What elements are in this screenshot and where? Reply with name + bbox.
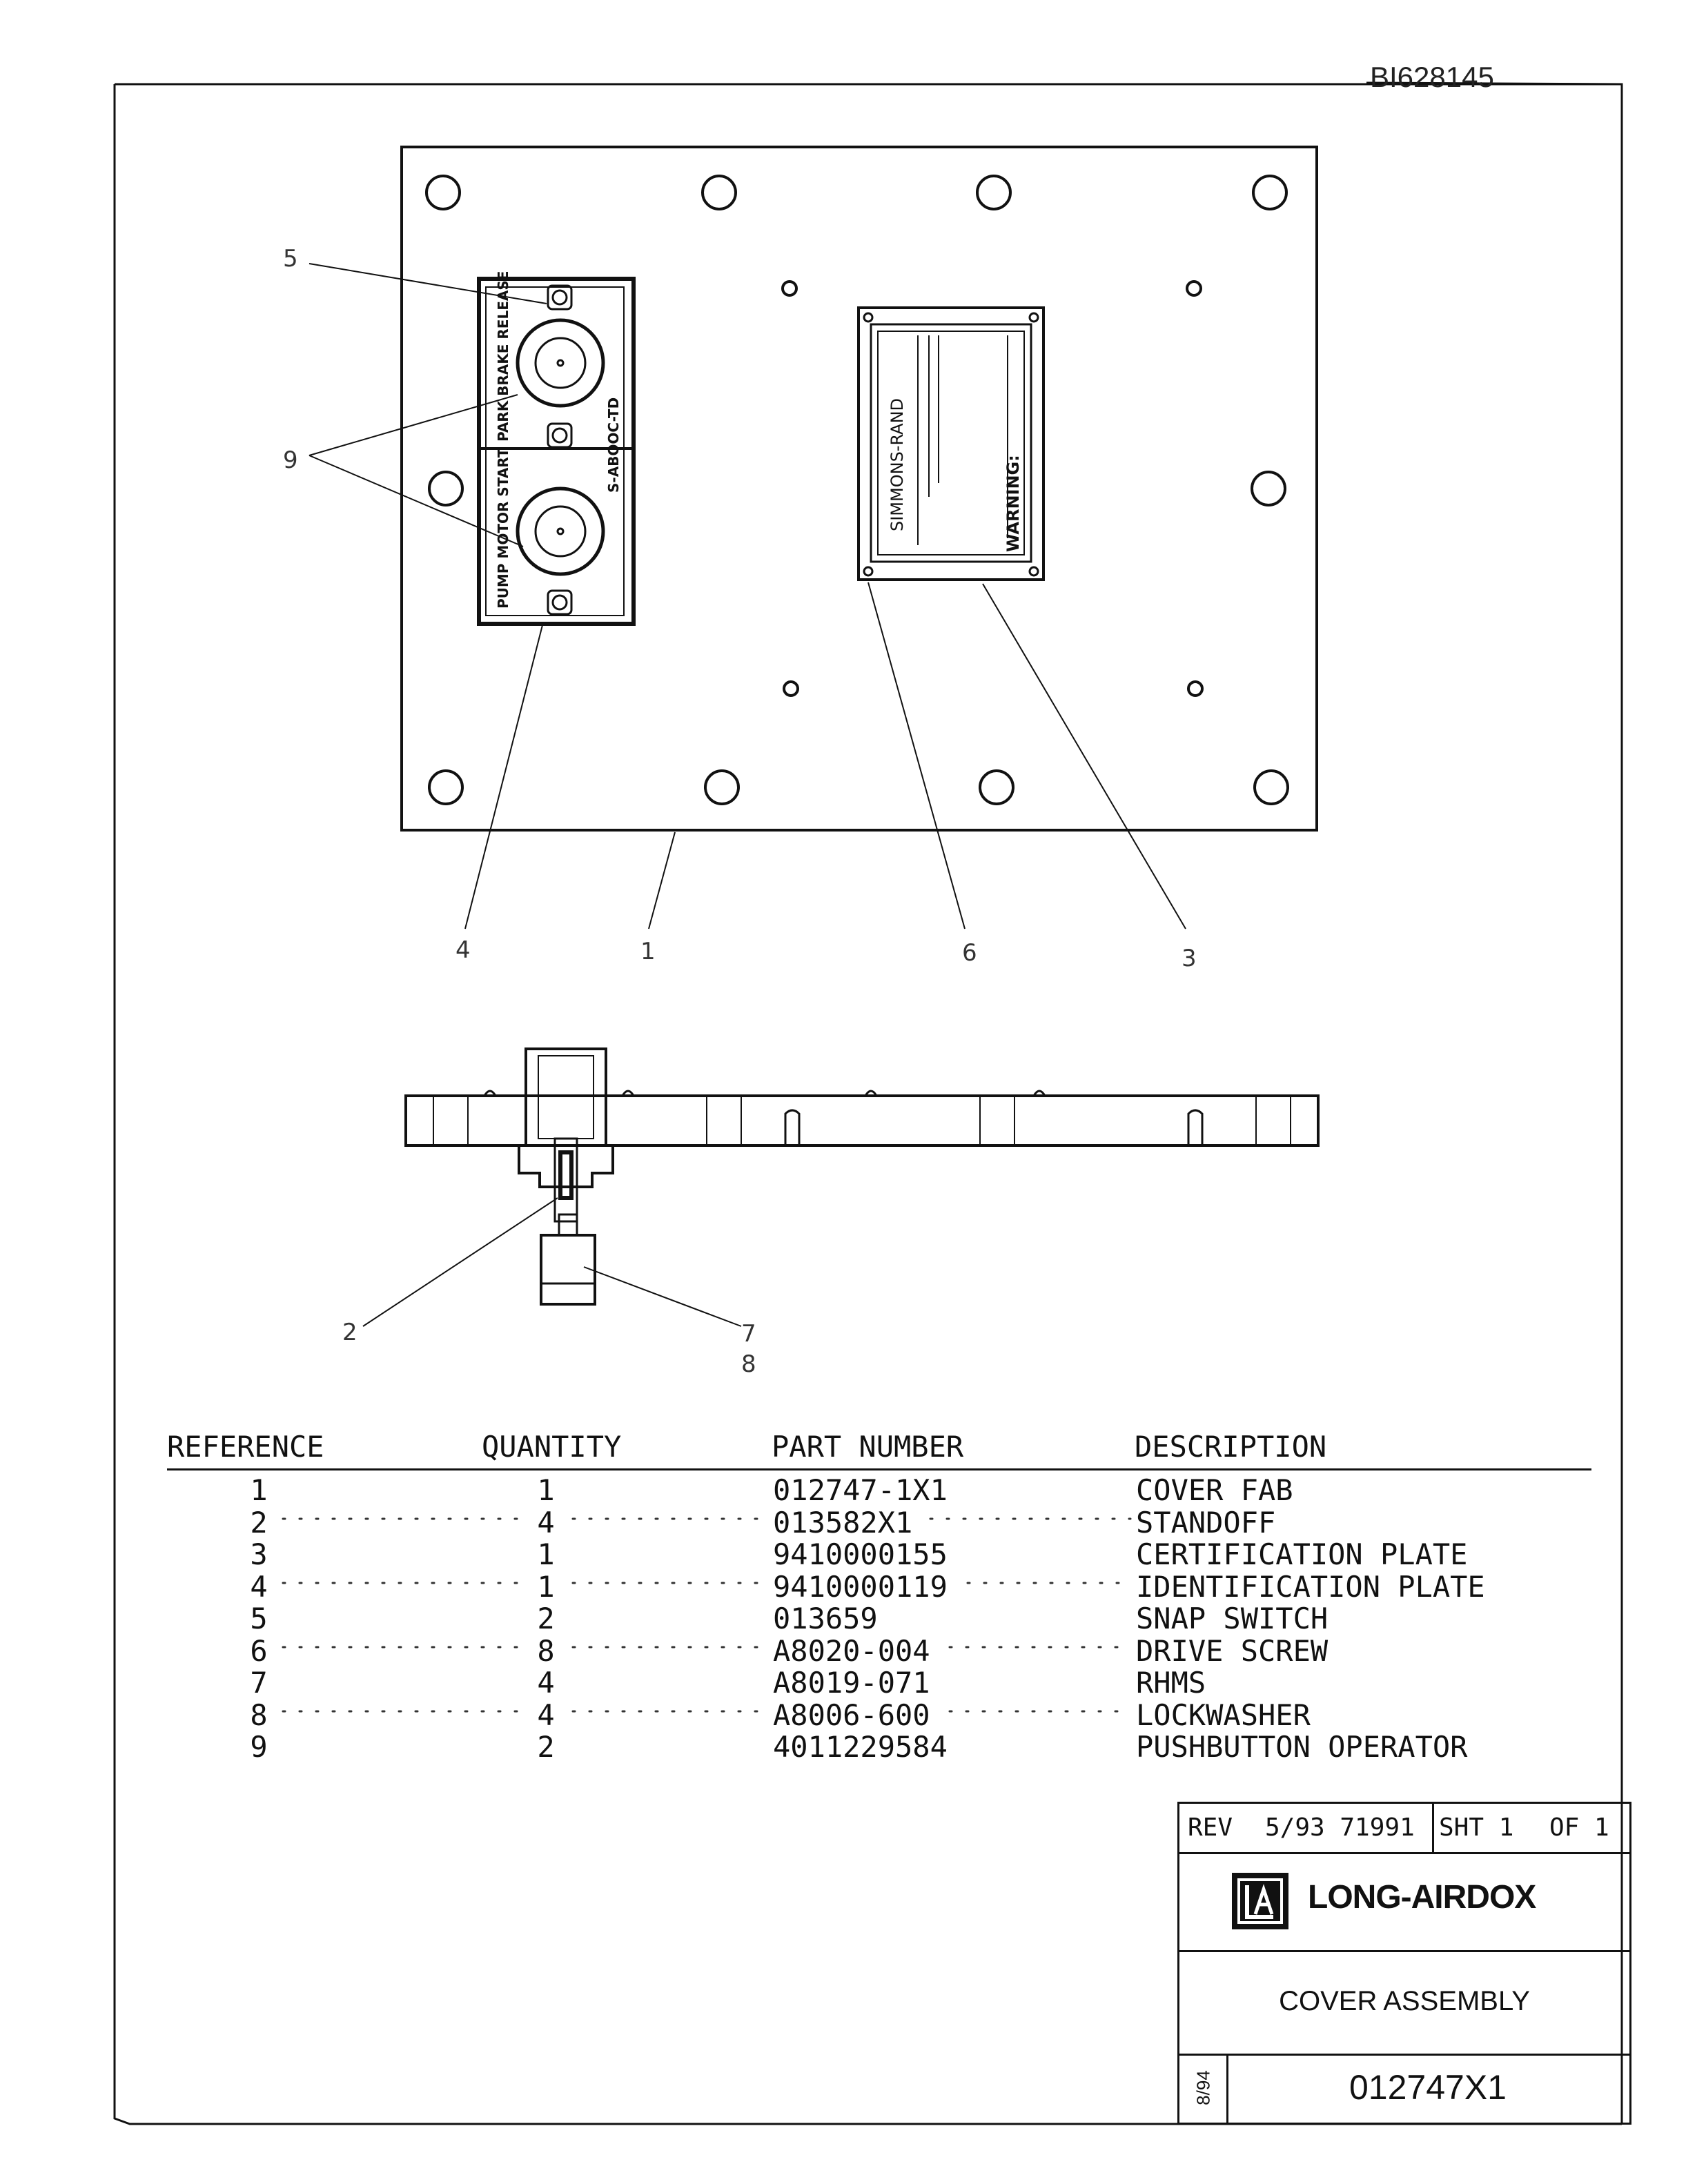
cell-qty: 2: [537, 1602, 555, 1635]
cell-ref: 8: [250, 1698, 268, 1732]
cell-ref: 3: [250, 1537, 268, 1571]
company-row: LONG-AIRDOX: [1179, 1852, 1629, 1952]
plate-warning: WARNING:: [1003, 455, 1023, 552]
header-quantity: QUANTITY: [482, 1430, 622, 1464]
cell-desc: SNAP SWITCH: [1136, 1602, 1329, 1635]
cell-qty: 4: [537, 1505, 555, 1539]
cell-qty: 1: [537, 1473, 555, 1507]
table-row: 4 1 9410000119 IDENTIFICATION PLATE: [167, 1569, 1591, 1604]
plate-brand: SIMMONS-RAND: [888, 398, 907, 531]
cell-desc: COVER FAB: [1136, 1473, 1293, 1507]
certification-plate: [857, 306, 1045, 581]
parts-table-body: 1 1 012747-1X1 COVER FAB 2 4 013582X1 ST…: [167, 1470, 1591, 1764]
cell-part: 013582X1: [773, 1505, 913, 1539]
cell-ref: 6: [250, 1633, 268, 1668]
cell-desc: PUSHBUTTON OPERATOR: [1136, 1730, 1468, 1764]
cell-desc: RHMS: [1136, 1666, 1206, 1700]
drawing-title: COVER ASSEMBLY: [1279, 1986, 1530, 2016]
table-row: 2 4 013582X1 STANDOFF: [167, 1505, 1591, 1539]
balloon-5: 5: [283, 245, 298, 273]
mounting-holes: [425, 175, 1289, 805]
cell-desc: IDENTIFICATION PLATE: [1136, 1569, 1485, 1604]
rev-label: REV: [1188, 1813, 1233, 1842]
table-row: 9 2 4011229584 PUSHBUTTON OPERATOR: [167, 1730, 1591, 1764]
table-row: 7 4 A8019-071 RHMS: [167, 1666, 1591, 1700]
cell-part: 012747-1X1: [773, 1473, 948, 1507]
parts-list-table: REFERENCE QUANTITY PART NUMBER DESCRIPTI…: [167, 1430, 1591, 1764]
switch-label-top: PARK BRAKE RELEASE: [495, 271, 511, 442]
cell-ref: 2: [250, 1505, 268, 1539]
drawing-number: 012747X1: [1349, 2068, 1507, 2107]
balloon-3: 3: [1182, 945, 1197, 972]
company-logo-icon: [1232, 1873, 1288, 1929]
header-part-number: PART NUMBER: [772, 1430, 964, 1464]
cell-part: 4011229584: [773, 1730, 948, 1764]
balloon-4: 4: [455, 936, 471, 964]
table-row: 5 2 013659 SNAP SWITCH: [167, 1602, 1591, 1635]
sheet-label: SHT 1: [1439, 1813, 1514, 1842]
switch-label-bottom: PUMP MOTOR START: [495, 448, 511, 609]
cell-part: A8019-071: [773, 1666, 930, 1700]
document-id: BI628145: [1370, 61, 1494, 93]
side-view: [404, 1047, 1320, 1306]
parts-table-header: REFERENCE QUANTITY PART NUMBER DESCRIPTI…: [167, 1430, 1591, 1470]
date-cell: 8/94: [1179, 2054, 1228, 2123]
leader-lines: [308, 263, 1186, 1327]
cell-part: 013659: [773, 1602, 878, 1635]
cell-ref: 9: [250, 1730, 268, 1764]
balloon-8: 8: [741, 1350, 756, 1378]
rev-value: 5/93 71991: [1265, 1813, 1415, 1842]
small-holes: [781, 280, 1204, 697]
cell-part: A8020-004: [773, 1633, 930, 1668]
drawing-number-row: 8/94 012747X1: [1179, 2054, 1629, 2123]
cell-part: 9410000155: [773, 1537, 948, 1571]
cell-desc: STANDOFF: [1136, 1505, 1276, 1539]
cell-desc: LOCKWASHER: [1136, 1698, 1311, 1732]
balloon-1: 1: [640, 938, 656, 965]
cell-desc: DRIVE SCREW: [1136, 1633, 1329, 1668]
balloon-7: 7: [741, 1320, 756, 1348]
cover-plate: [400, 146, 1318, 832]
header-description: DESCRIPTION: [1135, 1430, 1327, 1464]
cell-qty: 4: [537, 1666, 555, 1700]
table-row: 1 1 012747-1X1 COVER FAB: [167, 1473, 1591, 1507]
table-row: 8 4 A8006-600 LOCKWASHER: [167, 1698, 1591, 1732]
switch-label-side: S-ABOOC-TD: [605, 397, 622, 493]
cell-part: A8006-600: [773, 1698, 930, 1732]
cell-qty: 8: [537, 1633, 555, 1668]
company-name: LONG-AIRDOX: [1308, 1879, 1536, 1916]
cell-ref: 4: [250, 1569, 268, 1604]
cell-ref: 5: [250, 1602, 268, 1635]
cell-ref: 1: [250, 1473, 268, 1507]
cell-ref: 7: [250, 1666, 268, 1700]
cell-qty: 1: [537, 1569, 555, 1604]
drawing-date: 8/94: [1193, 2070, 1214, 2105]
balloon-6: 6: [962, 939, 977, 967]
table-row: 6 8 A8020-004 DRIVE SCREW: [167, 1633, 1591, 1668]
balloon-2: 2: [342, 1319, 357, 1346]
rev-divider: [1432, 1804, 1434, 1852]
revision-row: REV 5/93 71991 SHT 1 OF 1: [1179, 1804, 1629, 1854]
cell-qty: 4: [537, 1698, 555, 1732]
table-row: 3 1 9410000155 CERTIFICATION PLATE: [167, 1537, 1591, 1571]
header-reference: REFERENCE: [167, 1430, 324, 1464]
balloon-9: 9: [283, 446, 298, 474]
cell-qty: 1: [537, 1537, 555, 1571]
cell-desc: CERTIFICATION PLATE: [1136, 1537, 1468, 1571]
cell-qty: 2: [537, 1730, 555, 1764]
title-row: COVER ASSEMBLY: [1179, 1950, 1629, 2056]
cell-part: 9410000119: [773, 1569, 948, 1604]
of-label: OF 1: [1549, 1813, 1609, 1842]
switch-panel: [477, 277, 636, 626]
doc-id-underline: [1366, 81, 1623, 86]
title-block: REV 5/93 71991 SHT 1 OF 1 LONG-AIRDOX CO…: [1177, 1802, 1631, 2125]
dot-leaders: [282, 1517, 1132, 1713]
